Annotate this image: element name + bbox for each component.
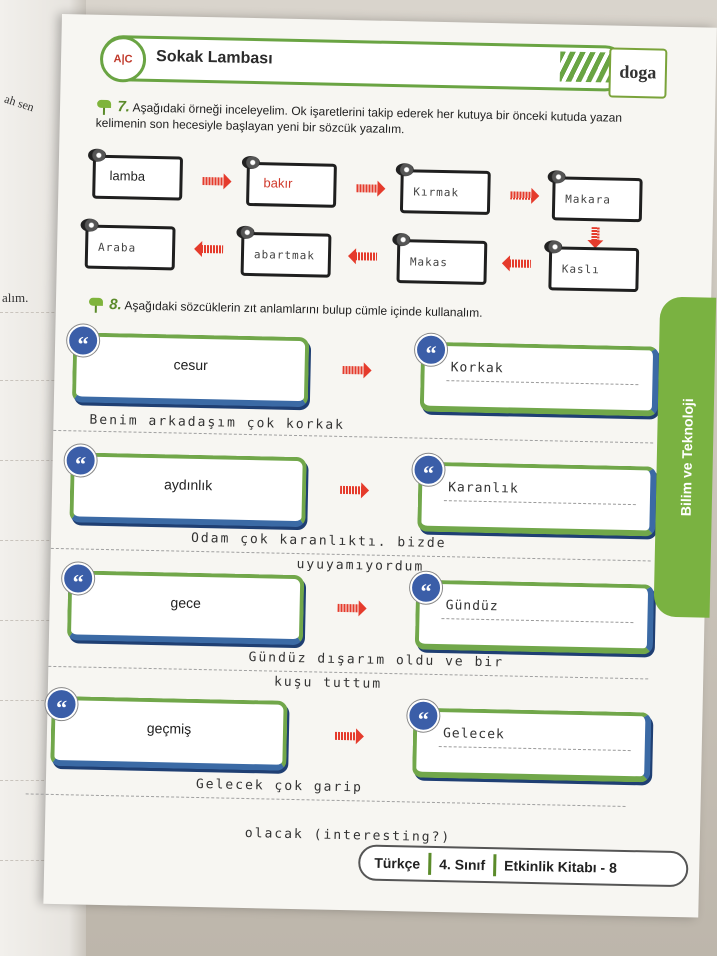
sentence-handwriting: kuşu tuttum bbox=[273, 674, 383, 692]
box-handwriting: Araba bbox=[97, 240, 137, 255]
quote-icon: “ bbox=[64, 444, 97, 477]
quote-icon: “ bbox=[66, 324, 100, 357]
syllable-box: Kırmak bbox=[395, 163, 491, 216]
answer-card: “Korkak bbox=[414, 333, 660, 417]
sentence-handwriting: Gündüz dışarım oldu ve bir bbox=[248, 650, 505, 671]
question-7: 7. Aşağıdaki örneği inceleyelim. Ok işar… bbox=[95, 98, 657, 143]
worksheet-page: A|C Sokak Lambası doga 7. Aşağıdaki örne… bbox=[25, 14, 717, 918]
page-title: Sokak Lambası bbox=[155, 47, 273, 68]
arrow-right-icon bbox=[337, 603, 360, 613]
answer-handwriting: Gelecek bbox=[442, 726, 505, 743]
box-handwriting: Makas bbox=[409, 255, 449, 270]
sentence-handwriting: Benim arkadaşım çok korkak bbox=[89, 412, 346, 434]
syllable-box: bakır bbox=[241, 155, 337, 208]
answer-line bbox=[446, 380, 639, 386]
quote-icon: “ bbox=[412, 453, 445, 487]
answer-card: “Gündüz bbox=[409, 571, 655, 655]
eye-icon bbox=[395, 163, 414, 177]
quote-icon: “ bbox=[45, 687, 78, 721]
answer-card: “Gelecek bbox=[407, 699, 652, 783]
eye-icon bbox=[80, 218, 99, 232]
answer-line bbox=[443, 500, 636, 506]
footer-separator bbox=[492, 854, 497, 877]
quote-icon: “ bbox=[407, 699, 440, 733]
question-8-number: 8. bbox=[109, 296, 122, 314]
question-7-text: Aşağıdaki örneği inceleyelim. Ok işaretl… bbox=[95, 100, 623, 137]
footer-bar: Türkçe 4. Sınıf Etkinlik Kitabı - 8 bbox=[357, 844, 689, 888]
answer-handwriting: Korkak bbox=[450, 360, 504, 377]
eye-icon bbox=[547, 170, 566, 184]
arrow-left-icon bbox=[508, 259, 531, 268]
box-handwriting: Kırmak bbox=[413, 185, 460, 200]
sentence-handwriting: Gelecek çok garip bbox=[195, 776, 364, 796]
abc-icon: A|C bbox=[99, 35, 147, 83]
word-text: cesur bbox=[173, 356, 208, 374]
syllable-box: Araba bbox=[80, 218, 176, 271]
quote-icon: “ bbox=[409, 571, 443, 605]
question-7-number: 7. bbox=[117, 98, 131, 116]
syllable-box: Makara bbox=[547, 170, 643, 223]
word-text: geçmiş bbox=[146, 719, 192, 737]
sentence-line bbox=[53, 429, 654, 444]
prev-page-scribble: ah sen bbox=[2, 91, 36, 115]
logo-text: doga bbox=[619, 61, 657, 83]
arrow-right-icon bbox=[340, 485, 363, 495]
arrow-right-icon bbox=[342, 365, 365, 375]
arrow-down-icon bbox=[591, 227, 600, 242]
sentence-handwriting: Odam çok karanlıktı. bizde bbox=[190, 530, 447, 552]
word-card: “ geçmiş bbox=[45, 687, 288, 771]
arrow-right-icon bbox=[202, 176, 225, 186]
syllable-box: lamba bbox=[87, 148, 184, 201]
syllable-box: Kaslı bbox=[544, 240, 640, 293]
box-handwriting: abartmak bbox=[253, 248, 316, 263]
eye-icon bbox=[544, 240, 563, 254]
sentence-handwriting: olacak (interesting?) bbox=[244, 826, 452, 846]
arrow-left-icon bbox=[354, 252, 378, 261]
answer-line bbox=[441, 618, 634, 624]
sprout-icon bbox=[88, 297, 106, 313]
answer-handwriting: Gündüz bbox=[445, 598, 499, 615]
eye-icon bbox=[236, 225, 255, 240]
word-card: “ aydınlık bbox=[64, 444, 307, 528]
box-text: bakır bbox=[263, 175, 293, 191]
prev-page-text: alım. bbox=[2, 290, 29, 305]
quote-icon: “ bbox=[414, 333, 448, 367]
footer-book: Etkinlik Kitabı - 8 bbox=[503, 857, 618, 876]
answer-handwriting: Karanlık bbox=[448, 480, 519, 497]
answer-line bbox=[438, 746, 631, 752]
arrow-right-icon bbox=[356, 184, 379, 193]
eye-icon bbox=[87, 148, 107, 162]
sentence-line bbox=[25, 793, 626, 807]
syllable-box: Makas bbox=[392, 232, 488, 285]
syllable-box: abartmak bbox=[236, 225, 332, 278]
quote-icon: “ bbox=[61, 562, 95, 595]
footer-subject: Türkçe bbox=[374, 854, 421, 872]
box-handwriting: Makara bbox=[565, 192, 612, 207]
footer-separator bbox=[427, 852, 432, 875]
sprout-icon bbox=[96, 100, 114, 116]
box-text: lamba bbox=[109, 168, 146, 184]
answer-card: “Karanlık bbox=[412, 453, 657, 537]
footer-grade: 4. Sınıf bbox=[439, 856, 486, 874]
question-8-text: Aşağıdaki sözcüklerin zıt anlamlarını bu… bbox=[124, 298, 483, 320]
word-text: aydınlık bbox=[163, 476, 213, 494]
sentence-handwriting: uyuyamıyordum bbox=[296, 557, 425, 575]
box-handwriting: Kaslı bbox=[561, 262, 601, 277]
word-card: “ cesur bbox=[66, 324, 310, 408]
arrow-right-icon bbox=[510, 191, 533, 200]
eye-icon bbox=[241, 155, 261, 170]
side-tab: Bilim ve Teknoloji bbox=[653, 296, 717, 618]
publisher-logo: doga bbox=[608, 47, 668, 99]
side-tab-label: Bilim ve Teknoloji bbox=[677, 398, 697, 517]
question-8: 8. Aşağıdaki sözcüklerin zıt anlamlarını… bbox=[88, 296, 648, 326]
word-card: “ gece bbox=[61, 562, 305, 646]
arrow-left-icon bbox=[201, 244, 224, 254]
word-text: gece bbox=[170, 594, 202, 612]
eye-icon bbox=[392, 232, 411, 247]
arrow-right-icon bbox=[334, 731, 358, 741]
header-bar: A|C Sokak Lambası bbox=[99, 34, 631, 92]
